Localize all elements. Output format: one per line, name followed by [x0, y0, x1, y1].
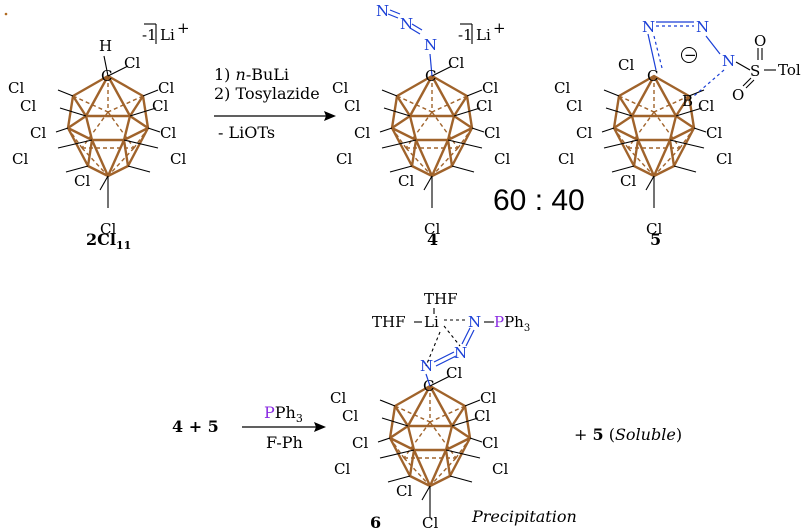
- thf-left: THF: [372, 313, 406, 331]
- ring-n3: N: [722, 52, 735, 70]
- cl-ml: Cl: [354, 124, 370, 142]
- cl-bottom: Cl: [646, 220, 662, 238]
- cl-ml: Cl: [576, 124, 592, 142]
- pph3-group: PPh3: [494, 313, 530, 334]
- n-top: N: [468, 313, 481, 331]
- charge-2cl11: -1: [142, 26, 157, 44]
- reagent-step2: 2) Tosylazide: [214, 84, 320, 103]
- reaction-arrow-2: PPh3 F-Ph: [242, 403, 326, 452]
- cl-mr: Cl: [484, 124, 500, 142]
- counterion-2cl11-sup: +: [177, 19, 190, 37]
- reactants: 4 + 5: [172, 417, 219, 436]
- label-2cl11: 2Cl11: [86, 230, 131, 252]
- cl-lr: Cl: [716, 150, 732, 168]
- cl-bottom: Cl: [100, 220, 116, 238]
- cl-ll: Cl: [336, 150, 352, 168]
- cl-mr: Cl: [160, 124, 176, 142]
- tolyl: Tol: [778, 61, 801, 79]
- label-4: 4: [427, 230, 438, 249]
- cl-mr: Cl: [482, 434, 498, 452]
- cl-bl: Cl: [620, 172, 636, 190]
- cage-carbon: C: [423, 377, 434, 395]
- cl-ml: Cl: [30, 124, 46, 142]
- cl-ll: Cl: [12, 150, 28, 168]
- cl-ul: Cl: [8, 79, 24, 97]
- cl-ul2: Cl: [20, 97, 36, 115]
- label-6: 6: [370, 513, 381, 531]
- byproduct: - LiOTs: [218, 123, 275, 142]
- compound-6: C Cl N N N PPh3 Li THF THF Cl Cl Cl Cl C…: [330, 290, 530, 531]
- compound-4: C Cl N N N Cl Cl Cl Cl Cl Cl Cl Cl Cl Cl…: [332, 2, 510, 238]
- cl-ul: Cl: [332, 79, 348, 97]
- reaction-arrow-1: 1) n-BuLi 2) Tosylazide - LiOTs: [214, 65, 336, 142]
- azide-n2: N: [400, 15, 413, 33]
- cl-apex: Cl: [618, 56, 634, 74]
- n-mid: N: [454, 344, 467, 362]
- cl-lr: Cl: [170, 150, 186, 168]
- ratio: 60 : 40: [493, 184, 585, 217]
- cl-ul: Cl: [554, 79, 570, 97]
- cl-ul2: Cl: [342, 407, 358, 425]
- counterion-4: Li: [476, 26, 491, 44]
- cage-h: H: [99, 37, 112, 55]
- cage-carbon: C: [101, 67, 112, 85]
- precipitation-note: Precipitation: [471, 507, 577, 526]
- compound-2cl11: H C Cl Cl Cl Cl Cl Cl Cl Cl Cl Cl Cl -1 …: [8, 19, 190, 238]
- counterion-2cl11: Li: [160, 26, 175, 44]
- cl-ll: Cl: [558, 150, 574, 168]
- oxygen-top: O: [754, 32, 766, 50]
- reagent-pph3: PPh3: [264, 403, 303, 425]
- sulfur: S: [750, 62, 760, 80]
- label-5: 5: [650, 230, 661, 249]
- cl-ul2: Cl: [566, 97, 582, 115]
- cl-bottom: Cl: [422, 514, 438, 531]
- cl-apex: Cl: [448, 54, 464, 72]
- cl-mr: Cl: [706, 124, 722, 142]
- compound-5: C Cl B N N N − S O O Tol Cl Cl Cl Cl Cl …: [554, 18, 801, 238]
- reagent-step1: 1) n-BuLi: [214, 65, 289, 84]
- ring-minus: −: [684, 46, 697, 64]
- charge-4: -1: [458, 26, 473, 44]
- cl-ur2: Cl: [474, 407, 490, 425]
- oxygen-bottom: O: [732, 86, 744, 104]
- cl-apex: Cl: [124, 54, 140, 72]
- cl-ur2: Cl: [152, 97, 168, 115]
- cl-ll: Cl: [334, 460, 350, 478]
- solvent: F-Ph: [266, 433, 303, 452]
- cl-ul: Cl: [330, 389, 346, 407]
- ring-n1: N: [642, 18, 655, 36]
- lithium: Li: [424, 313, 439, 331]
- soluble-note: + 5 (Soluble): [574, 425, 682, 444]
- ring-n2: N: [696, 18, 709, 36]
- cl-bl: Cl: [396, 482, 412, 500]
- cl-ml: Cl: [352, 434, 368, 452]
- cl-ur: Cl: [158, 79, 174, 97]
- cl-bl: Cl: [398, 172, 414, 190]
- stray-dot: [4, 12, 8, 16]
- azide-n3: N: [376, 2, 389, 20]
- cage-carbon: C: [425, 67, 436, 85]
- cl-ur2: Cl: [476, 97, 492, 115]
- cl-lr: Cl: [494, 150, 510, 168]
- cl-apex: Cl: [446, 364, 462, 382]
- cl-ur: Cl: [482, 79, 498, 97]
- cl-ur2: Cl: [698, 97, 714, 115]
- cl-bl: Cl: [74, 172, 90, 190]
- boron: B: [682, 92, 693, 110]
- cl-ul2: Cl: [344, 97, 360, 115]
- counterion-4-sup: +: [493, 19, 506, 37]
- azide-n1: N: [424, 36, 437, 54]
- cl-bottom: Cl: [424, 220, 440, 238]
- cage-carbon: C: [647, 67, 658, 85]
- thf-top: THF: [424, 290, 458, 308]
- cl-ur: Cl: [480, 389, 496, 407]
- cl-lr: Cl: [492, 460, 508, 478]
